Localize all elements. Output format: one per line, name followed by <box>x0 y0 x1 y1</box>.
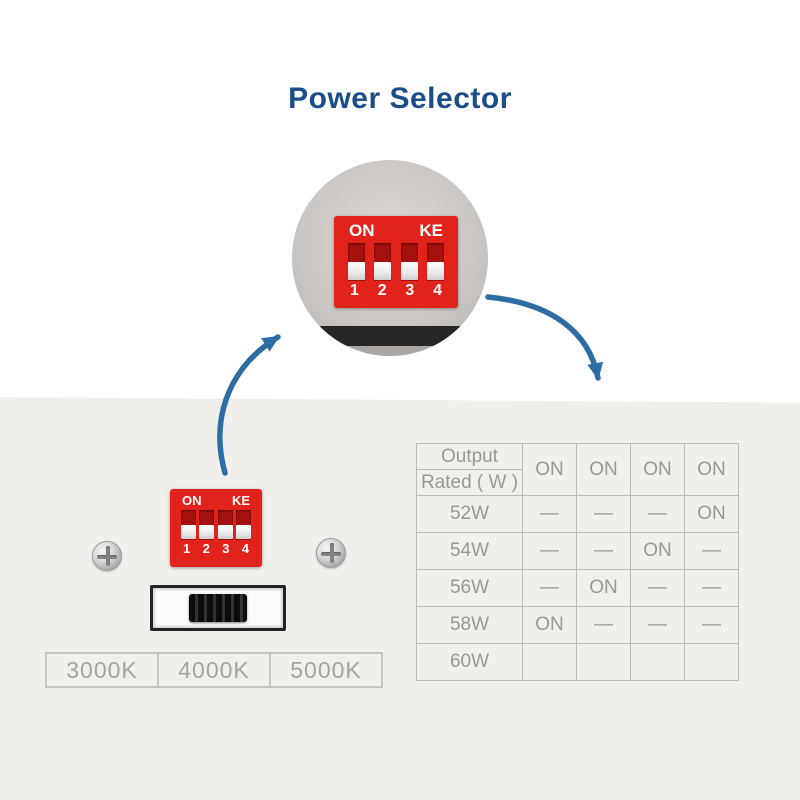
color-temp-option-4000k: 4000K <box>157 652 271 688</box>
table-cell: — <box>577 533 631 570</box>
dip-switch-4 <box>426 243 444 281</box>
dip-ke-label: KE <box>419 221 443 240</box>
dip-number-3: 3 <box>405 282 415 299</box>
dip-switch-knob <box>400 262 418 280</box>
table-cell: — <box>631 570 685 607</box>
dip-switch-3 <box>217 510 233 540</box>
dip-on-label: ON <box>349 221 375 240</box>
table-header-line2: Rated ( W ) <box>420 471 519 493</box>
table-cell: ON <box>523 607 577 644</box>
dip-head: ON KE <box>347 221 445 241</box>
table-header-switch-3: ON <box>631 444 685 496</box>
screw-slot <box>330 543 334 563</box>
slider-slot-shadow <box>292 326 488 346</box>
dip-slots <box>347 243 445 281</box>
power-table: Output Rated ( W ) ON ON ON ON 52W — — —… <box>416 443 739 681</box>
color-temp-row: 3000K 4000K 5000K <box>45 652 383 688</box>
dip-switch-knob <box>181 525 196 539</box>
dip-switch-knob <box>217 525 233 539</box>
dip-switch-zoom: ON KE 1 2 3 4 <box>334 216 458 308</box>
dip-numbers: 1 2 3 4 <box>180 541 252 556</box>
dip-switch-1 <box>348 243 365 281</box>
arrow-down-icon <box>485 294 604 381</box>
dip-switch-1 <box>181 510 196 540</box>
dip-number-2: 2 <box>202 541 210 556</box>
table-row-label: 60W <box>417 644 523 681</box>
screw-icon <box>92 541 122 571</box>
dip-switch-4 <box>235 510 251 540</box>
table-row-label: 56W <box>417 570 523 607</box>
slider-knob <box>189 594 247 622</box>
table-cell: — <box>631 496 685 533</box>
table-cell: — <box>685 607 739 644</box>
dip-number-3: 3 <box>222 541 230 556</box>
table-header-switch-4: ON <box>685 444 739 496</box>
table-cell: — <box>631 607 685 644</box>
dip-switch-knob <box>426 262 444 280</box>
dip-number-4: 4 <box>241 541 249 556</box>
table-header-switch-1: ON <box>523 444 577 496</box>
dip-number-2: 2 <box>377 282 387 299</box>
table-cell <box>577 644 631 681</box>
dip-on-label: ON <box>182 493 202 508</box>
dip-switch-knob <box>374 262 392 280</box>
table-cell: ON <box>577 570 631 607</box>
dip-number-1: 1 <box>183 541 191 556</box>
table-row-label: 54W <box>417 533 523 570</box>
table-cell: — <box>577 496 631 533</box>
dip-switch-knob <box>235 525 251 539</box>
page-title: Power Selector <box>288 82 512 115</box>
table-header-line1: Output <box>417 444 522 470</box>
dip-switch-3 <box>400 243 418 281</box>
table-cell: ON <box>685 496 739 533</box>
table-cell: — <box>523 570 577 607</box>
dip-switch-knob <box>348 262 365 280</box>
dip-numbers: 1 2 3 4 <box>347 282 445 300</box>
table-cell: — <box>577 607 631 644</box>
fixture-panel <box>0 397 800 800</box>
table-cell: ON <box>631 533 685 570</box>
dip-switch-panel: ON KE 1 2 3 4 <box>170 489 262 567</box>
table-cell <box>685 644 739 681</box>
color-temp-option-5000k: 5000K <box>269 652 383 688</box>
dip-number-4: 4 <box>433 282 442 299</box>
dip-slots <box>180 510 252 540</box>
dip-switch-2 <box>199 510 215 540</box>
table-cell <box>631 644 685 681</box>
table-cell: — <box>523 533 577 570</box>
screw-icon <box>316 538 346 568</box>
dip-switch-2 <box>374 243 392 281</box>
screw-slot <box>106 546 110 566</box>
table-cell: — <box>685 533 739 570</box>
table-header-switch-2: ON <box>577 444 631 496</box>
fixture-edge <box>292 346 488 356</box>
dip-ke-label: KE <box>231 493 250 508</box>
table-cell <box>523 644 577 681</box>
table-row-label: 52W <box>417 496 523 533</box>
slider-switch <box>150 585 286 631</box>
dip-number-1: 1 <box>350 282 359 299</box>
table-row-label: 58W <box>417 607 523 644</box>
table-cell: — <box>523 496 577 533</box>
dip-head: ON KE <box>180 493 252 508</box>
table-header-output: Output Rated ( W ) <box>417 444 523 496</box>
dip-switch-knob <box>199 525 215 539</box>
table-cell: — <box>685 570 739 607</box>
color-temp-option-3000k: 3000K <box>45 652 159 688</box>
